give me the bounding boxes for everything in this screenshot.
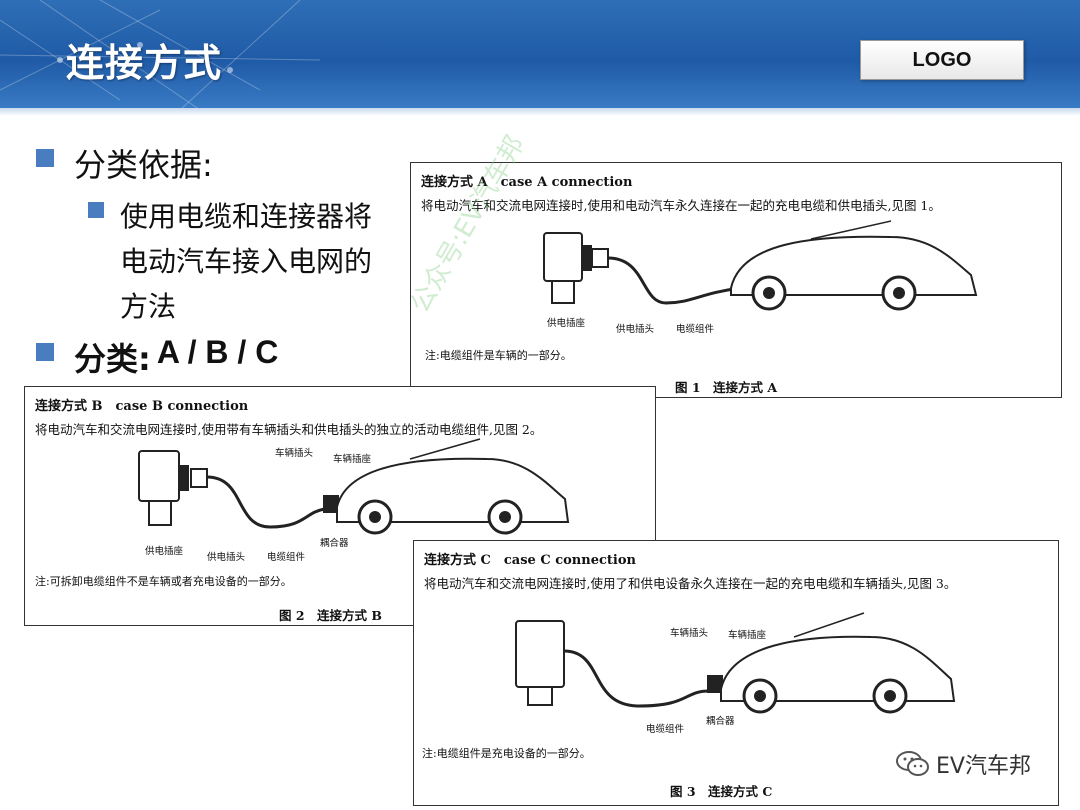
header-banner: 连接方式 LOGO xyxy=(0,0,1080,110)
case-b-label-vehicle-plug: 车辆插头 xyxy=(275,448,314,459)
bullet-basis-text: 分类依据: xyxy=(74,146,213,184)
bullet-category-label: 分类: xyxy=(74,340,151,378)
footer-brand-text: EV汽车邦 xyxy=(936,754,1031,779)
case-c-note: 注:电缆组件是充电设备的一部分。 xyxy=(422,747,591,760)
case-b-description: 将电动汽车和交流电网连接时,使用带有车辆插头和供电插头的独立的活动电缆组件,见图… xyxy=(35,422,543,437)
bullet-basis-detail: 使用电缆和连接器将电动汽车接入电网的方法 xyxy=(88,194,398,329)
case-b-note: 注:可拆卸电缆组件不是车辆或者充电设备的一部分。 xyxy=(35,575,292,588)
case-c-illustration xyxy=(515,612,956,714)
case-a-label-cable: 电缆组件 xyxy=(676,324,715,335)
case-c-label-cable: 电缆组件 xyxy=(646,724,685,735)
case-c-label-vehicle-plug: 车辆插头 xyxy=(670,628,709,639)
figure-case-a: 连接方式 A case A connection 将电动汽车和交流电网连接时,使… xyxy=(410,162,1062,398)
bullet-category-values: A / B / C xyxy=(156,334,279,370)
case-b-label-socket: 供电插座 xyxy=(145,546,184,557)
case-b-figure-caption: 图 2 连接方式 B xyxy=(279,608,382,623)
network-pattern-decoration xyxy=(0,0,321,110)
wechat-icon xyxy=(896,751,929,776)
figure-case-b: 连接方式 B case B connection 将电动汽车和交流电网连接时,使… xyxy=(24,386,656,626)
case-a-description: 将电动汽车和交流电网连接时,使用和电动汽车永久连接在一起的充电电缆和供电插头,见… xyxy=(421,198,941,213)
header-divider xyxy=(0,108,1080,116)
case-b-label-coupler: 耦合器 xyxy=(320,538,349,549)
case-b-label-cable: 电缆组件 xyxy=(267,552,306,563)
bullet-basis: 分类依据: xyxy=(36,140,213,186)
case-a-label-socket: 供电插座 xyxy=(547,318,586,329)
page-title: 连接方式 xyxy=(66,41,223,85)
case-a-illustration xyxy=(543,220,978,311)
bullet-square-icon xyxy=(36,343,54,361)
logo: LOGO xyxy=(860,40,1024,80)
bullet-category: 分类: A / B / C xyxy=(36,334,278,380)
case-a-label-plug: 供电插头 xyxy=(616,324,655,335)
case-c-title: 连接方式 C case C connection xyxy=(424,553,636,568)
case-b-title: 连接方式 B case B connection xyxy=(35,399,249,414)
bullet-basis-detail-text: 使用电缆和连接器将电动汽车接入电网的方法 xyxy=(120,200,373,323)
case-b-label-vehicle-inlet: 车辆插座 xyxy=(333,454,372,465)
figure-case-c: 连接方式 C case C connection 将电动汽车和交流电网连接时,使… xyxy=(413,540,1059,806)
case-c-label-coupler: 耦合器 xyxy=(706,716,735,727)
case-b-illustration xyxy=(138,438,570,535)
case-c-figure-caption: 图 3 连接方式 C xyxy=(670,784,773,799)
case-c-label-vehicle-inlet: 车辆插座 xyxy=(728,630,767,641)
bullet-square-icon xyxy=(36,149,54,167)
case-c-description: 将电动汽车和交流电网连接时,使用了和供电设备永久连接在一起的充电电缆和车辆插头,… xyxy=(424,576,957,591)
case-b-label-plug: 供电插头 xyxy=(207,552,246,563)
case-a-title: 连接方式 A case A connection xyxy=(421,175,633,190)
footer-brand: EV汽车邦 xyxy=(896,748,1031,780)
case-a-note: 注:电缆组件是车辆的一部分。 xyxy=(425,349,572,362)
bullet-square-icon xyxy=(88,202,104,218)
case-a-figure-caption: 图 1 连接方式 A xyxy=(675,380,778,395)
